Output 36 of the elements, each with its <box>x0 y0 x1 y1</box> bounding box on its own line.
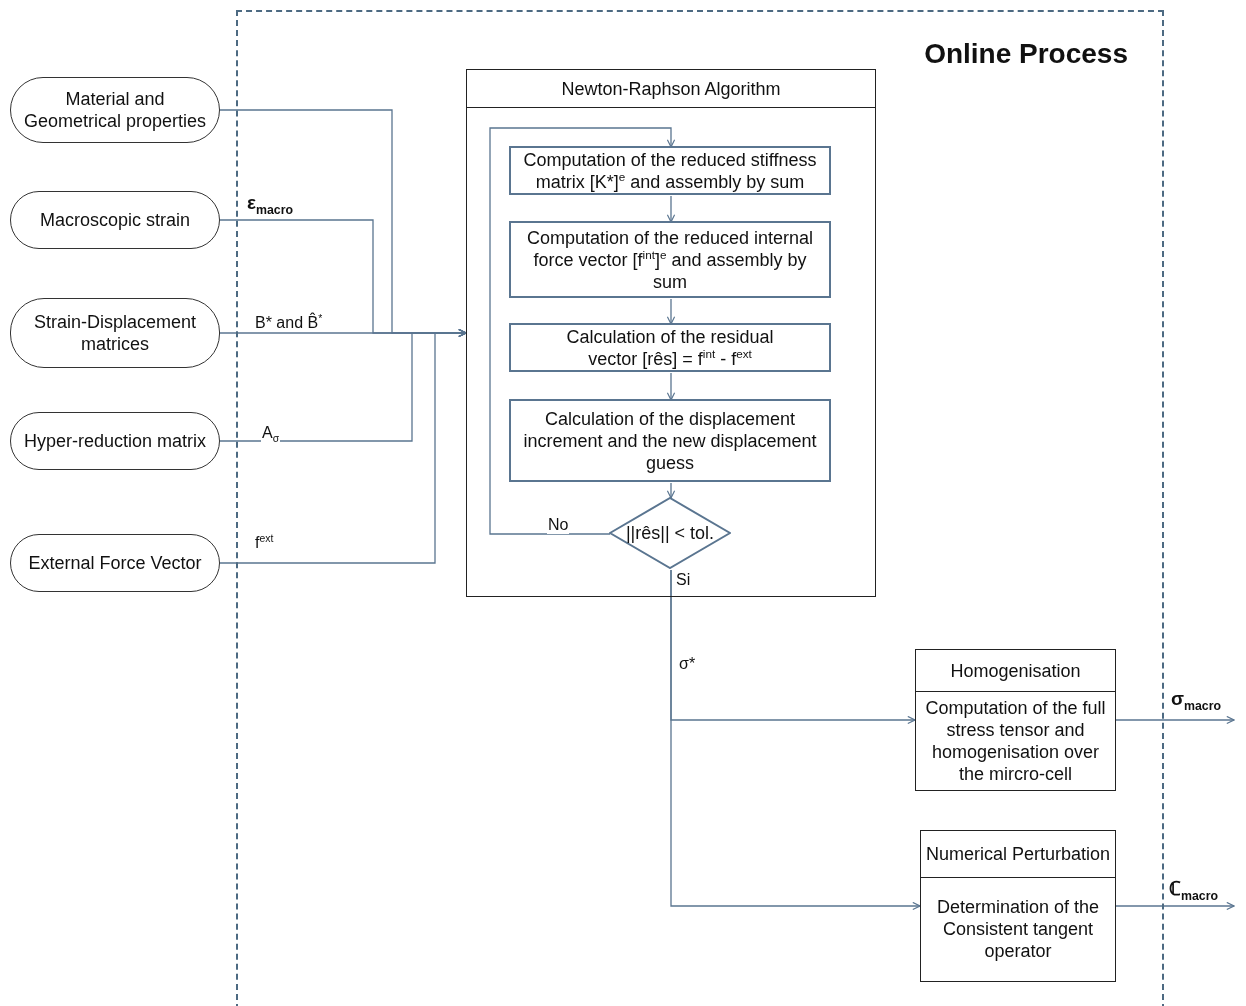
arrow <box>666 298 676 325</box>
panel-heading: Homogenisation <box>950 659 1081 682</box>
edge-label: ℂ$_{macro}$ <box>1168 880 1220 898</box>
process-box <box>509 146 831 195</box>
arrow <box>1115 901 1235 911</box>
arrow <box>670 569 921 911</box>
arrow <box>666 372 676 401</box>
node-text: Hyper-reduction matrix <box>23 430 207 452</box>
arrow <box>489 127 676 535</box>
node-text: Computation of the reduced stiffness matrix [K*]$^{e}$ and assembly by sum <box>522 148 818 193</box>
panel-text: Determination of the Consistent tangent operator <box>935 896 1101 962</box>
process-box <box>509 323 831 372</box>
node-text: Macroscopic strain <box>39 209 190 231</box>
process-box <box>509 221 831 298</box>
edge-label: No <box>547 516 570 534</box>
panel-heading: Newton-Raphson Algorithm <box>561 77 781 100</box>
edge-label: A$_{σ}$ <box>261 424 281 442</box>
node-text: Material and Geometrical properties <box>22 88 208 132</box>
process-box <box>509 399 831 482</box>
panel-heading: Numerical Perturbation <box>925 843 1111 865</box>
region-title: Online Process <box>924 38 1128 70</box>
process-panel <box>920 830 1116 982</box>
node-text: Calculation of the residual vector [rês] = f$^{int}$ - f$^{ext}$ <box>565 325 775 370</box>
process-panel <box>915 649 1116 791</box>
node-text: External Force Vector <box>28 552 202 574</box>
arrow <box>1115 715 1235 725</box>
process-region <box>236 10 1164 1006</box>
arrow <box>666 482 676 499</box>
node-text: Computation of the reduced internal force vector [f$^{int}$]$^{e}$ and assembly by sum <box>525 226 815 293</box>
process-panel <box>466 69 876 597</box>
node-text: ||rês|| < tol. <box>625 522 715 544</box>
panel-text: Computation of the full stress tensor and homogenisation over the mircro-cell <box>924 696 1107 785</box>
node-text: Calculation of the displacement increment and the new displacement guess <box>522 407 818 474</box>
node-text: Strain-Displacement matrices <box>32 311 198 355</box>
arrow <box>219 328 467 564</box>
arrow <box>666 195 676 223</box>
